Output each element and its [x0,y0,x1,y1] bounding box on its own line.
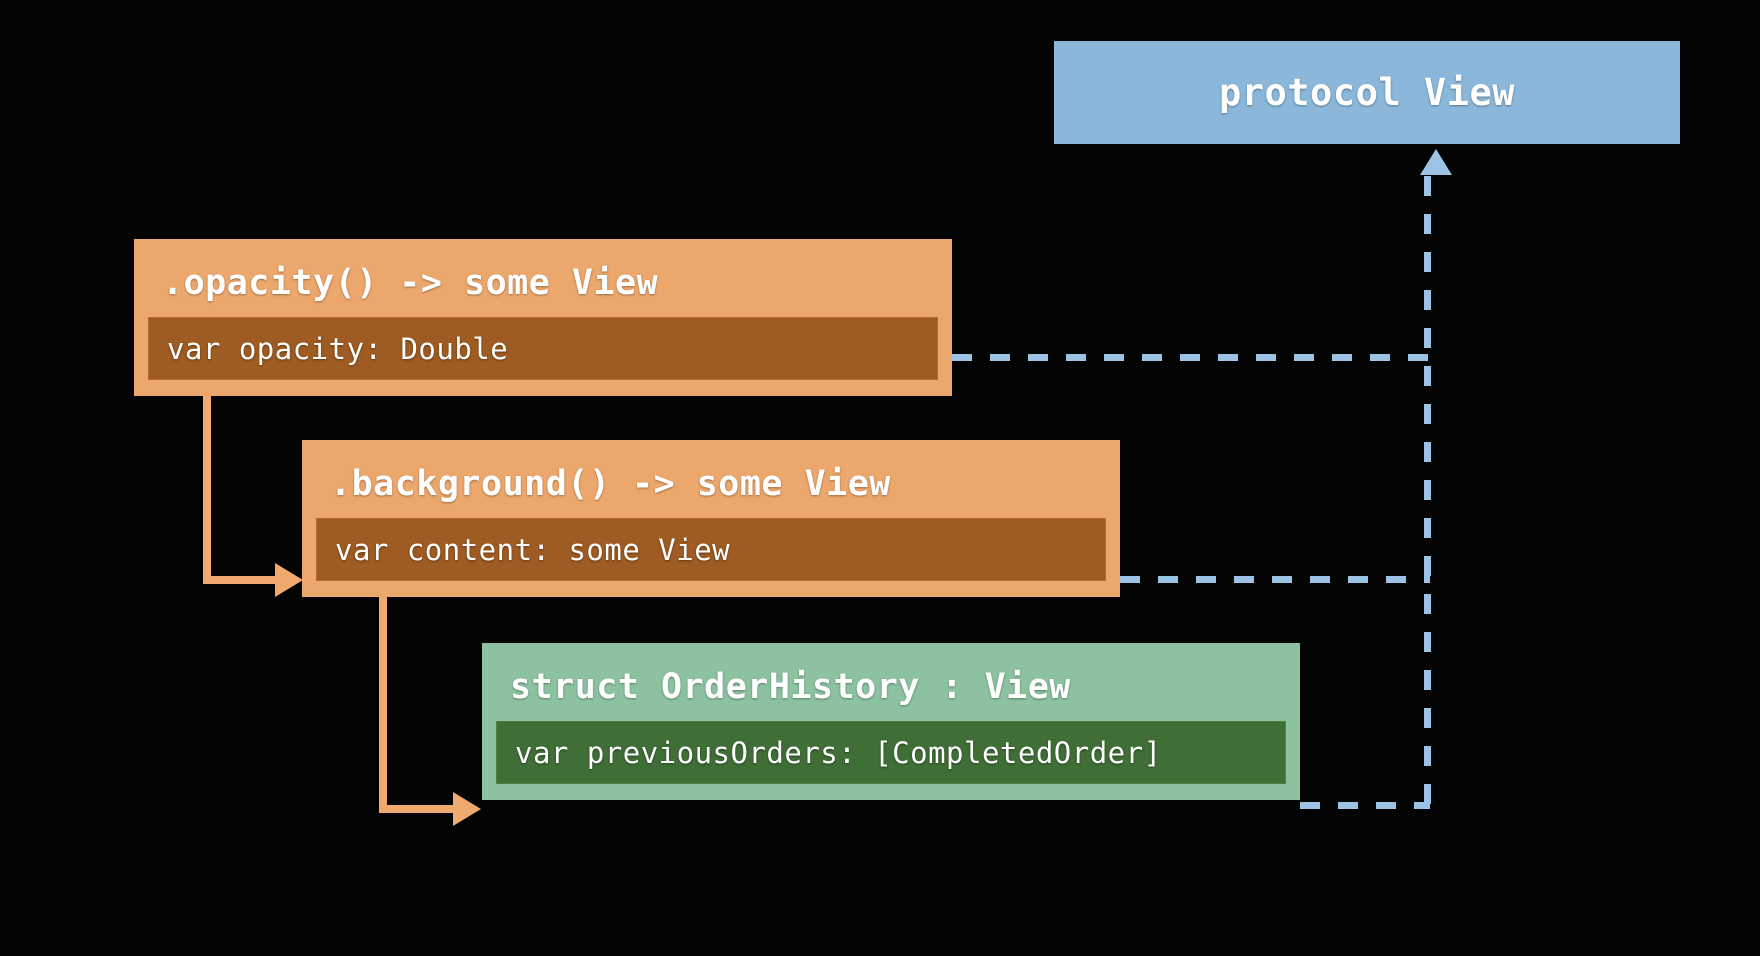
opacity-title: .opacity() -> some View [162,263,659,303]
order-history-member: var previousOrders: [CompletedOrder] [496,721,1286,784]
conformance-branch-background [1120,576,1430,583]
composition-arrow-2-vertical [379,597,387,813]
composition-arrow-2-head [453,792,481,826]
opacity-member: var opacity: Double [148,317,938,380]
background-member: var content: some View [316,518,1106,581]
node-order-history: struct OrderHistory : View var previousO… [482,643,1300,800]
composition-arrow-1-horizontal [203,576,279,584]
background-title: .background() -> some View [330,464,891,504]
conformance-arrowhead-up [1420,149,1452,175]
protocol-view-title: protocol View [1218,71,1516,114]
order-history-title: struct OrderHistory : View [510,667,1071,707]
conformance-branch-opacity [952,354,1430,361]
composition-arrow-1-head [275,563,303,597]
composition-arrow-1-vertical [203,396,211,584]
node-background: .background() -> some View var content: … [302,440,1120,597]
node-protocol-view: protocol View [1054,41,1680,144]
node-opacity: .opacity() -> some View var opacity: Dou… [134,239,952,396]
conformance-branch-order-history [1300,802,1430,809]
composition-arrow-2-horizontal [379,805,457,813]
conformance-trunk-vertical [1424,176,1431,809]
